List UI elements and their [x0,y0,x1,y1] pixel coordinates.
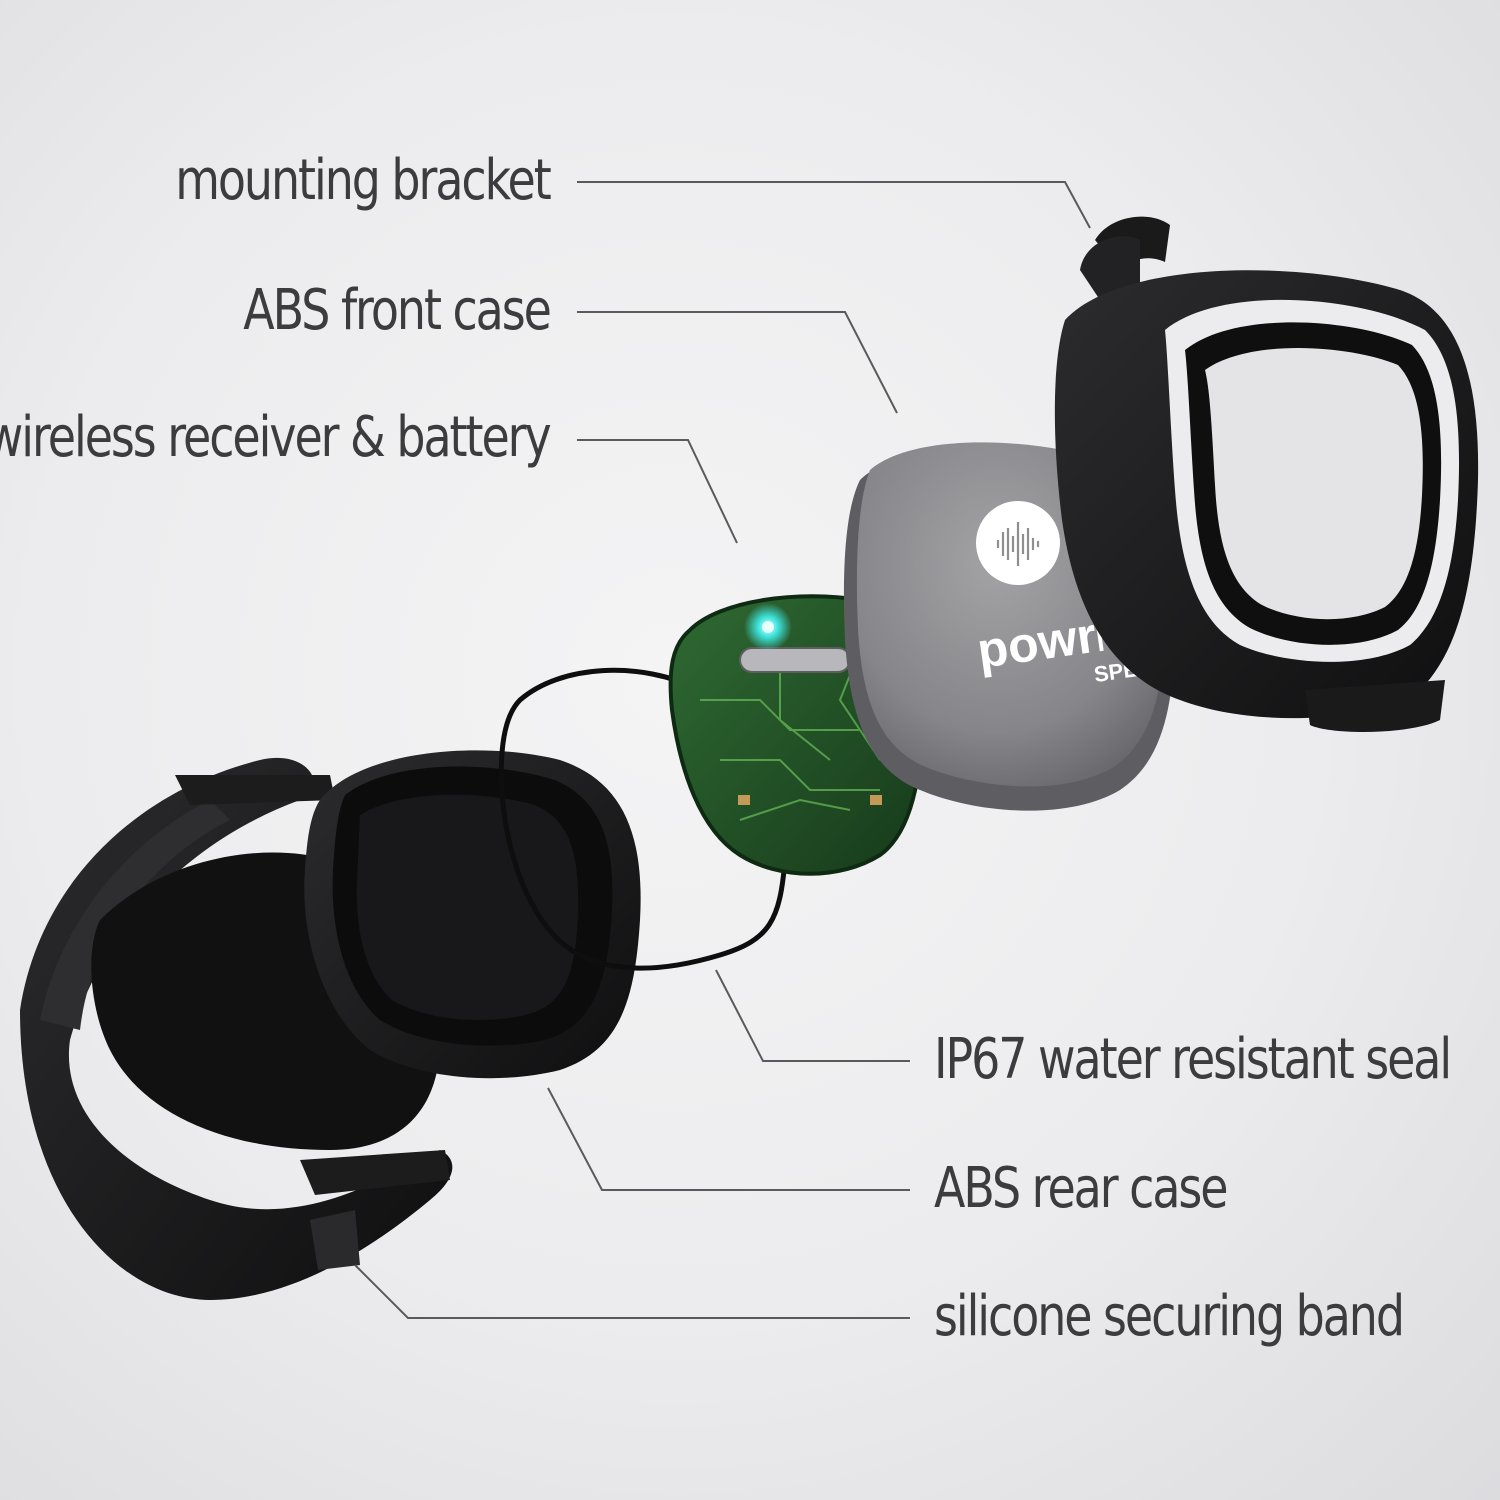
soundwave-icon [996,522,1040,566]
leader-abs-rear-case [547,1087,910,1191]
callout-wireless-receiver-battery: wireless receiver & battery [0,405,552,470]
callout-ip67-seal: IP67 water resistant seal [934,1027,1452,1092]
leader-abs-front-case [577,311,898,414]
leader-lines [354,181,1091,1319]
abs-rear-case-part [304,750,641,1079]
callout-abs-rear-case: ABS rear case [934,1156,1229,1221]
mounting-bracket-part [1054,216,1479,732]
leader-silicone-band [354,1264,910,1319]
callout-silicone-band: silicone securing band [934,1284,1405,1349]
callout-abs-front-case: ABS front case [243,278,552,343]
leader-ip67-seal [715,969,910,1062]
leader-mounting-bracket [577,181,1091,229]
leader-wireless-receiver [577,439,738,544]
callout-mounting-bracket: mounting bracket [175,148,553,213]
